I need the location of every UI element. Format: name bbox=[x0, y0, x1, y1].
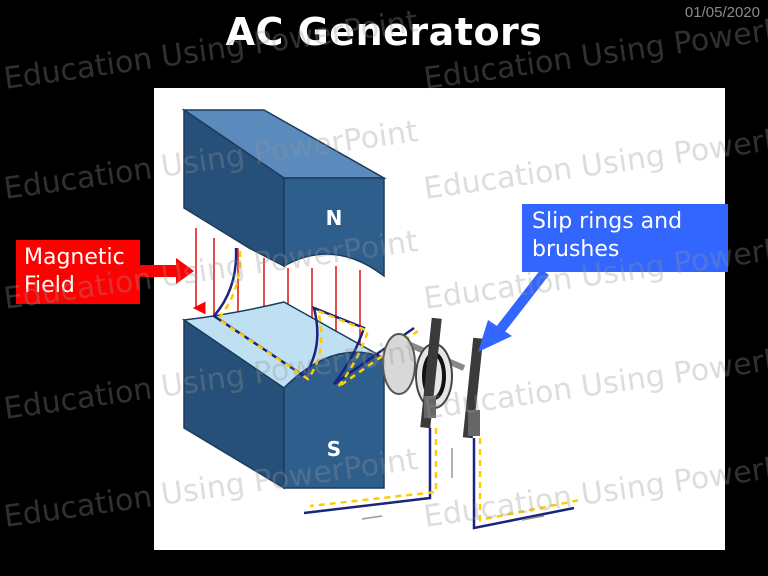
slide-date: 01/05/2020 bbox=[684, 4, 760, 21]
south-label: S bbox=[327, 437, 341, 461]
slip-rings-callout: Slip rings and brushes bbox=[522, 204, 728, 272]
south-magnet bbox=[181, 301, 385, 490]
magnetic-field-callout: Magnetic Field bbox=[16, 240, 140, 304]
output-wires bbox=[303, 428, 581, 530]
slide-title: AC Generators bbox=[225, 10, 543, 54]
north-magnet bbox=[181, 108, 387, 278]
generator-illustration: N S bbox=[181, 108, 581, 530]
brushes bbox=[420, 317, 484, 439]
north-label: N bbox=[326, 206, 343, 230]
coil bbox=[212, 247, 419, 389]
generator-diagram: N S bbox=[154, 88, 725, 550]
